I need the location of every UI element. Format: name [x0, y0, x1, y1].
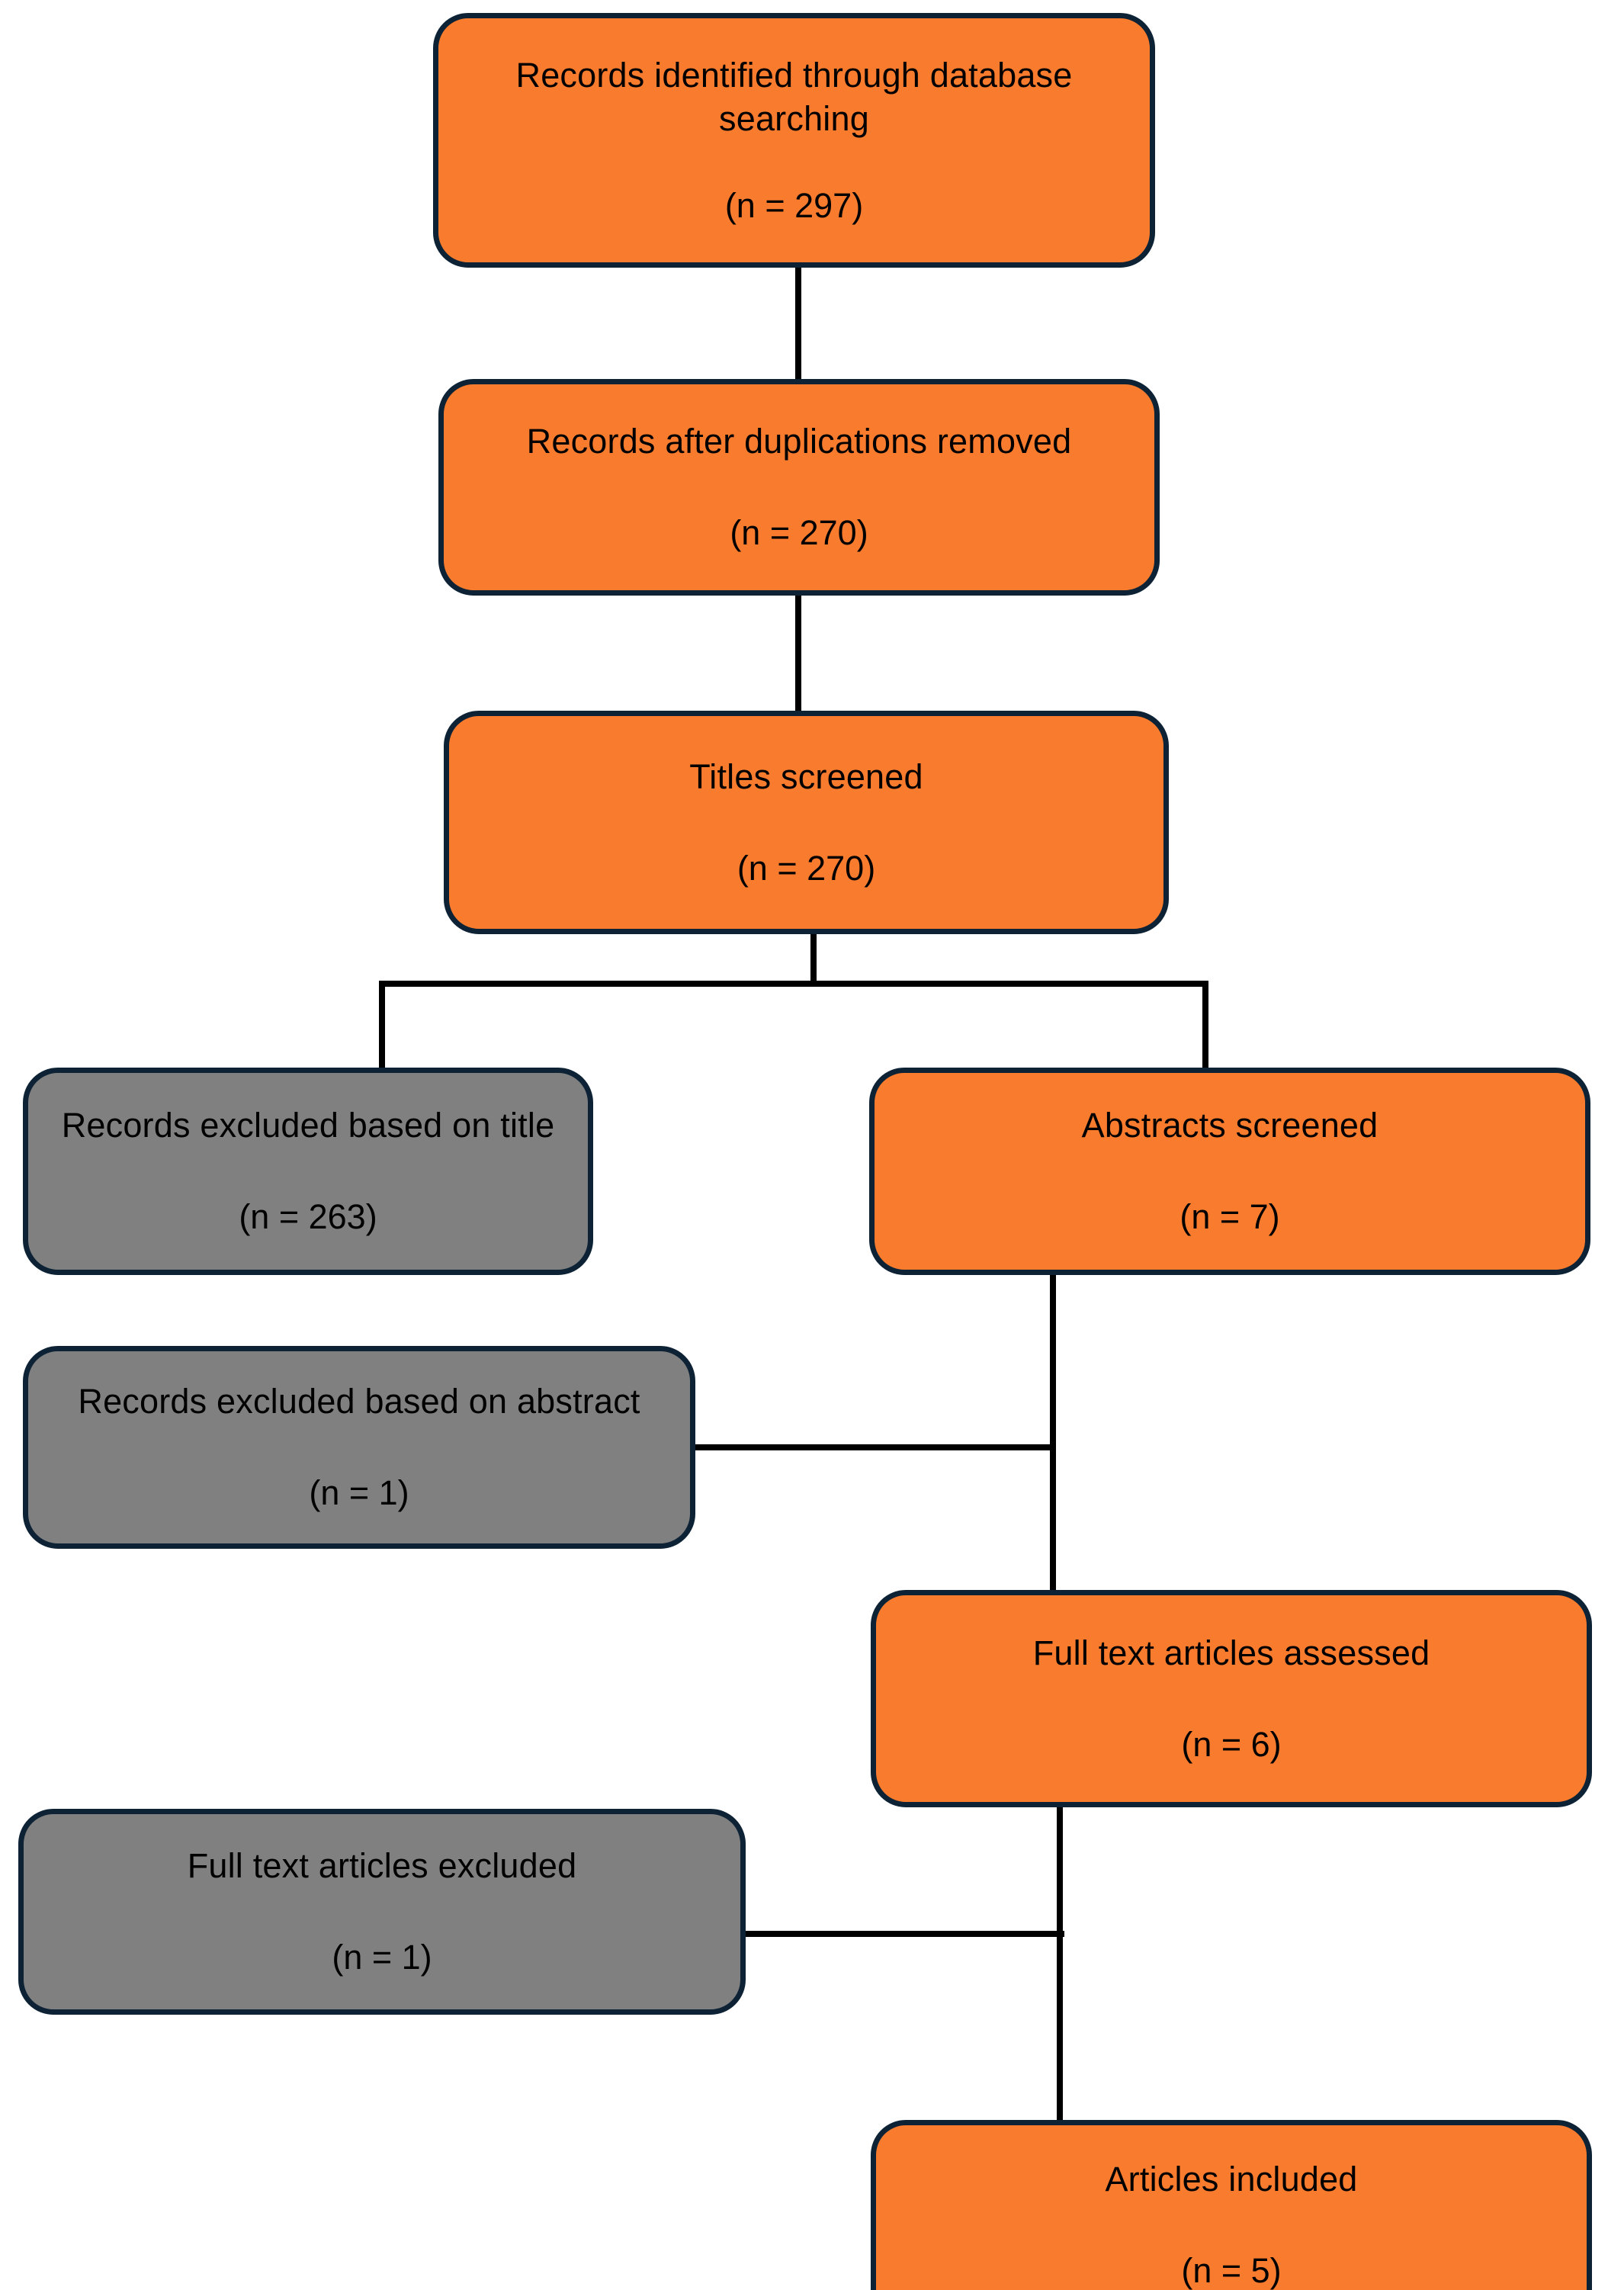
node-count: (n = 1) — [309, 1473, 409, 1512]
node-label: Titles screened — [689, 756, 923, 796]
node-count: (n = 263) — [239, 1197, 377, 1236]
node-label: Articles included — [1105, 2160, 1358, 2199]
node-count: (n = 1) — [332, 1938, 432, 1977]
node-label: Records after duplications removed — [526, 422, 1072, 461]
node-label: Records excluded based on title — [61, 1106, 555, 1145]
node-titles-screened[interactable]: Titles screened (n = 270) — [444, 711, 1169, 934]
node-label: Full text articles excluded — [187, 1846, 577, 1886]
node-label: Records identified through database sear… — [515, 55, 1073, 139]
node-label: Full text articles assessed — [1032, 1633, 1430, 1672]
node-full-text-assessed[interactable]: Full text articles assessed (n = 6) — [871, 1590, 1592, 1807]
node-count: (n = 5) — [1181, 2251, 1282, 2290]
node-count: (n = 7) — [1179, 1197, 1280, 1236]
node-records-excluded-abstract[interactable]: Records excluded based on abstract (n = … — [23, 1346, 695, 1549]
node-records-identified[interactable]: Records identified through database sear… — [433, 13, 1155, 268]
node-count: (n = 6) — [1181, 1724, 1282, 1764]
node-count: (n = 270) — [730, 513, 868, 552]
node-full-text-excluded[interactable]: Full text articles excluded (n = 1) — [18, 1809, 746, 2015]
node-articles-included[interactable]: Articles included (n = 5) — [871, 2120, 1592, 2290]
node-count: (n = 270) — [737, 848, 876, 888]
node-records-after-duplicates[interactable]: Records after duplications removed (n = … — [438, 379, 1160, 596]
node-label: Records excluded based on abstract — [78, 1382, 640, 1421]
node-abstracts-screened[interactable]: Abstracts screened (n = 7) — [869, 1068, 1590, 1275]
node-count: (n = 297) — [724, 185, 864, 225]
node-label: Abstracts screened — [1081, 1106, 1378, 1145]
node-records-excluded-title[interactable]: Records excluded based on title (n = 263… — [23, 1068, 593, 1275]
